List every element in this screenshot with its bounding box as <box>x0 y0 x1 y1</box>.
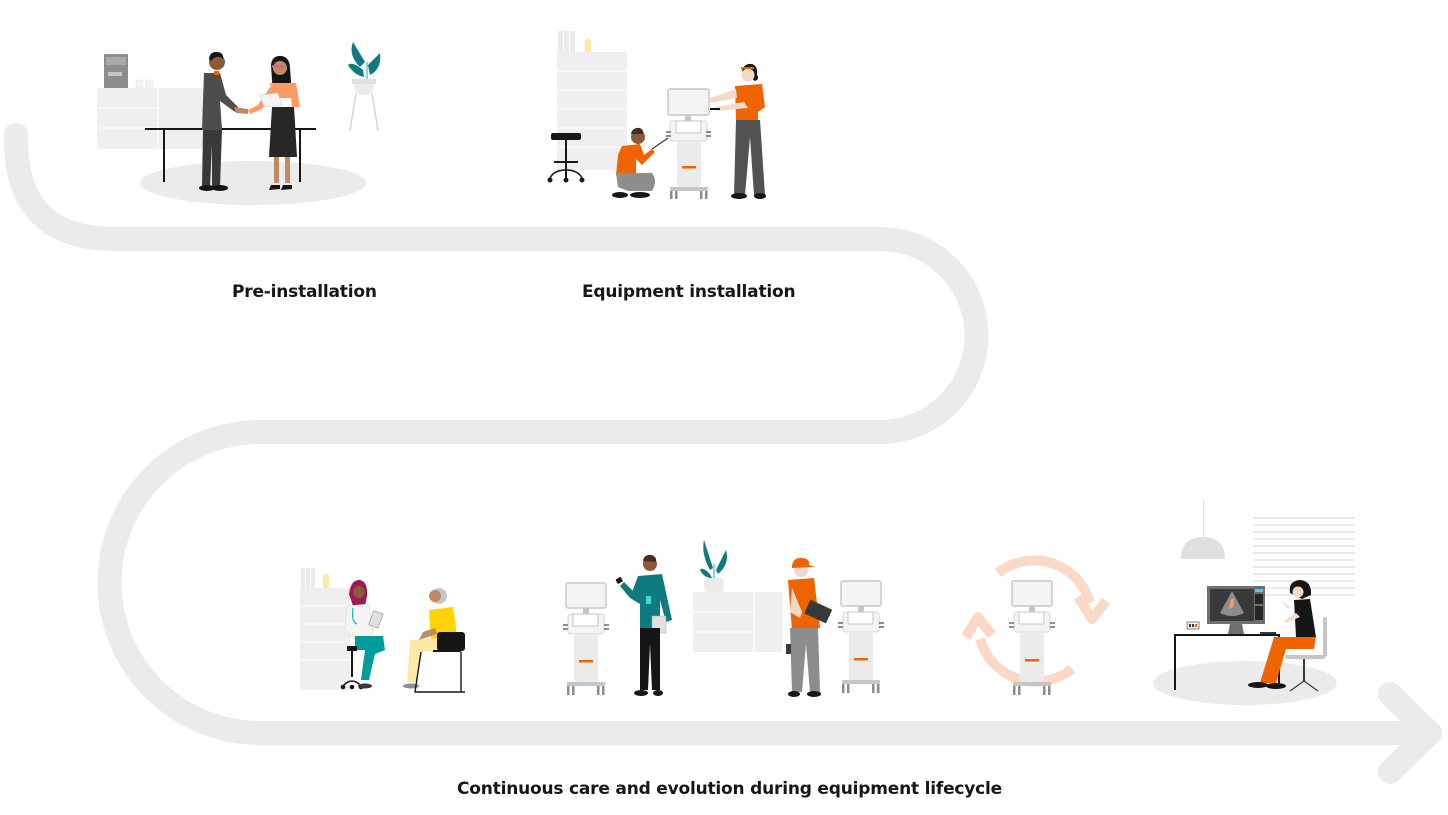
equipment-installation-illustration <box>547 31 766 199</box>
ultrasound-cart-icon <box>563 582 609 695</box>
refresh-cycle-icon <box>975 555 1095 687</box>
support-staff-illustration <box>563 540 884 697</box>
sonographer-workstation-illustration <box>1153 500 1355 705</box>
ultrasound-cart-icon <box>666 88 711 199</box>
pre-installation-illustration <box>97 42 381 205</box>
stage-label-equipment-installation: Equipment installation <box>582 282 796 302</box>
doctor-patient-illustration <box>300 568 465 693</box>
ultrasound-cart-icon <box>1009 580 1055 695</box>
stage-label-continuous-care: Continuous care and evolution during equ… <box>457 779 1002 799</box>
arrow-head-icon <box>1378 682 1442 784</box>
stage-label-pre-installation: Pre-installation <box>232 282 377 302</box>
ultrasound-cart-icon <box>838 580 884 693</box>
upgrade-cycle-illustration <box>961 555 1110 695</box>
